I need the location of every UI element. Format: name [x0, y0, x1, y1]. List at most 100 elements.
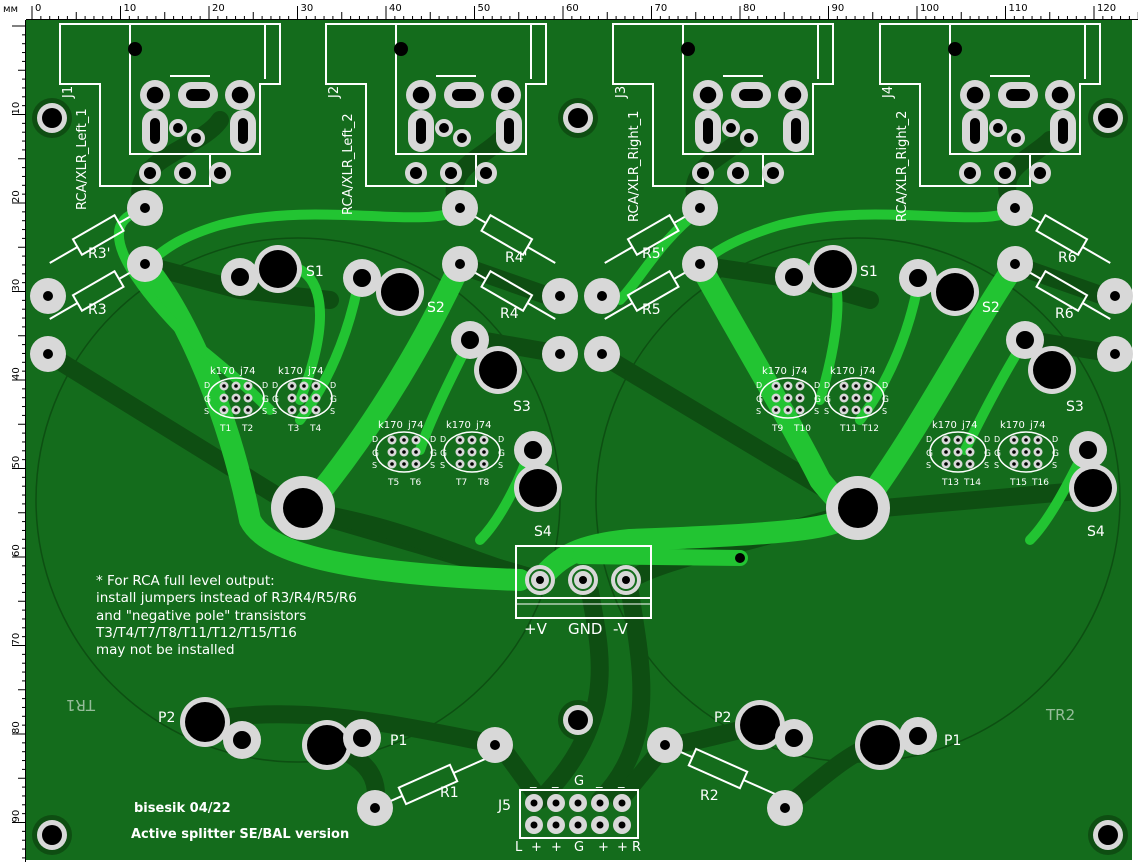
- transistor-drain-label: D: [204, 381, 210, 390]
- ruler-top-tick: 80: [743, 3, 756, 14]
- connector-hole: [497, 86, 515, 104]
- switch-label-s4-right: S4: [1087, 524, 1105, 540]
- note-line-4: T3/T4/T7/T8/T11/T12/T15/T16: [96, 624, 297, 641]
- transistor-hole: [470, 462, 474, 466]
- transistor-drain-label: D: [440, 435, 446, 444]
- switch-hole: [1033, 351, 1071, 389]
- ruler-top-tick: 90: [832, 3, 845, 14]
- resistor-label-r4: R4: [500, 306, 519, 322]
- terminal-hole: [622, 576, 630, 584]
- transistor-type-label: j74: [791, 366, 808, 377]
- switch-hole: [1016, 331, 1034, 349]
- transistor-hole: [402, 450, 406, 454]
- connector-hole: [143, 166, 157, 180]
- power-terminal: +V GND -V: [515, 545, 652, 638]
- terminal-hole: [536, 576, 544, 584]
- transistor-hole: [842, 384, 846, 388]
- transistor-outline: [759, 377, 817, 419]
- transistor-gate-label: G: [430, 449, 437, 459]
- resistor-label-r5: R5: [642, 302, 661, 318]
- transistor-hole: [944, 462, 948, 466]
- transistor-source-label: S: [330, 407, 335, 416]
- transistor-hole: [402, 438, 406, 442]
- connector-slot: [416, 118, 426, 144]
- transistor-drain-label: D: [756, 381, 762, 390]
- transistor-outline: [275, 377, 333, 419]
- transistor-type-label: k170: [1000, 420, 1025, 431]
- transistor-drain-label: D: [814, 381, 820, 390]
- ruler-top-tick: 70: [655, 3, 668, 14]
- switch-hole: [936, 273, 974, 311]
- transistor-hole: [798, 384, 802, 388]
- transistor-hole: [234, 408, 238, 412]
- header-hole: [596, 821, 604, 829]
- switch-label-s3-right: S3: [1066, 399, 1084, 415]
- connector-hole: [696, 166, 710, 180]
- transistor-drain-label: D: [824, 381, 830, 390]
- switch-hole: [231, 268, 249, 286]
- switch-label-s2-right: S2: [982, 300, 1000, 316]
- connector-polarity-dot: [394, 42, 408, 56]
- resistor-outlines: [49, 207, 1111, 809]
- transistor-hole: [774, 408, 778, 412]
- connector-hole: [784, 86, 802, 104]
- switch-label-s2-left: S2: [427, 300, 445, 316]
- transistor-gate-label: G: [272, 395, 279, 405]
- connector-slot: [1006, 89, 1030, 101]
- resistor-hole: [455, 203, 465, 213]
- transistor-gate-label: G: [882, 395, 889, 405]
- mounting-hole: [568, 108, 588, 128]
- connector-ref-j2: J2: [327, 86, 342, 99]
- mounting-holes: [32, 98, 1128, 855]
- transistor-hole: [234, 396, 238, 400]
- transistor-hole: [246, 396, 250, 400]
- pot-hole: [233, 731, 251, 749]
- transistor-ref: T12: [861, 424, 879, 434]
- resistor-hole: [140, 259, 150, 269]
- ruler-left-tick: 60: [11, 544, 22, 557]
- transistor-hole: [458, 450, 462, 454]
- header-bottom-label: L: [515, 840, 523, 855]
- terminal-label-plus-v: +V: [524, 620, 548, 638]
- transistor-drain-label: D: [882, 381, 888, 390]
- transistor-source-label: S: [814, 407, 819, 416]
- resistor-hole: [490, 740, 500, 750]
- connector-value-j3: RCA/XLR_Right_1: [627, 111, 642, 222]
- note-line-2: install jumpers instead of R3/R4/R5/R6: [96, 590, 357, 607]
- ruler-left-tick: 70: [11, 633, 22, 646]
- header-hole: [552, 799, 560, 807]
- transistor-source-label: S: [994, 461, 999, 470]
- connector-ref-j3: J3: [614, 86, 629, 99]
- ruler-top-tick: 60: [566, 3, 579, 14]
- transistor-drain-label: D: [372, 435, 378, 444]
- transistor-hole: [290, 384, 294, 388]
- connector-hole: [409, 166, 423, 180]
- pot-hole: [307, 725, 347, 765]
- switch-label-s1-left: S1: [306, 264, 324, 280]
- resistor-label-r6p: R6': [1058, 250, 1080, 266]
- transistor-type-label: j74: [239, 366, 256, 377]
- connector-slot: [452, 89, 476, 101]
- resistor-hole: [555, 349, 565, 359]
- connector-hole: [766, 166, 780, 180]
- connector-slot: [150, 118, 160, 144]
- transistor-hole: [786, 396, 790, 400]
- transistor-ref: T10: [793, 424, 811, 434]
- transistor-hole: [968, 462, 972, 466]
- transistor-ref: T1: [219, 424, 231, 434]
- transistor-type-label: k170: [446, 420, 471, 431]
- header-bottom-label: G: [574, 840, 584, 855]
- switch-label-s4-left: S4: [534, 524, 552, 540]
- connector-hole: [178, 166, 192, 180]
- transistor-gate-label: G: [372, 449, 379, 459]
- transistor-gate-label: G: [984, 449, 991, 459]
- connector-hole: [993, 123, 1003, 133]
- mounting-hole: [42, 108, 62, 128]
- assembly-note: * For RCA full level output: install jum…: [96, 573, 357, 659]
- resistor-hole: [140, 203, 150, 213]
- connector-hole: [1051, 86, 1069, 104]
- header-hole: [574, 821, 582, 829]
- ruler-unit: мм: [3, 4, 18, 15]
- resistor-hole: [1010, 259, 1020, 269]
